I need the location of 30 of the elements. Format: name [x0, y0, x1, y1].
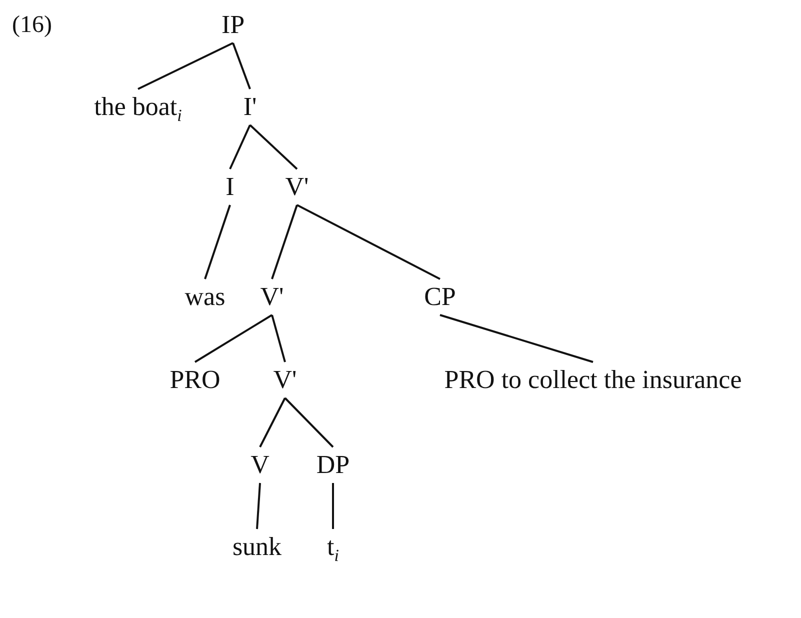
tree-node-label: I' [243, 92, 257, 122]
tree-node-label: PRO [170, 365, 220, 395]
tree-node-label: DP [316, 450, 350, 480]
tree-node-label: sunk [232, 532, 282, 562]
tree-node-label: t$_{i}$ [327, 532, 339, 572]
tree-node-label: V' [260, 282, 284, 312]
tree-branch [296, 204, 440, 280]
tree-branch [271, 204, 298, 280]
tree-node-label: V [250, 450, 270, 480]
tree-branch [256, 482, 261, 530]
tree-branch [138, 42, 234, 90]
tree-branch [271, 314, 286, 362]
tree-node-label: was [184, 282, 226, 312]
example-number: (16) [12, 11, 52, 40]
tree-node-label: PRO to collect the insurance [444, 365, 742, 395]
tree-branch [232, 42, 251, 90]
tree-branch [249, 124, 298, 170]
tree-branch [284, 397, 334, 448]
tree-branch [259, 398, 286, 448]
tree-branch [229, 124, 251, 170]
tree-branch [440, 314, 594, 363]
tree-branch [194, 314, 273, 363]
tree-branch [332, 483, 334, 529]
tree-node-label: the boat$_{i}$ [94, 92, 182, 132]
tree-node-label: V' [285, 172, 309, 202]
tree-node-label: V' [273, 365, 297, 395]
tree-node-label: I [226, 172, 234, 202]
tree-node-label: IP [221, 10, 245, 40]
tree-node-label: CP [424, 282, 456, 312]
tree-branch [204, 204, 231, 280]
